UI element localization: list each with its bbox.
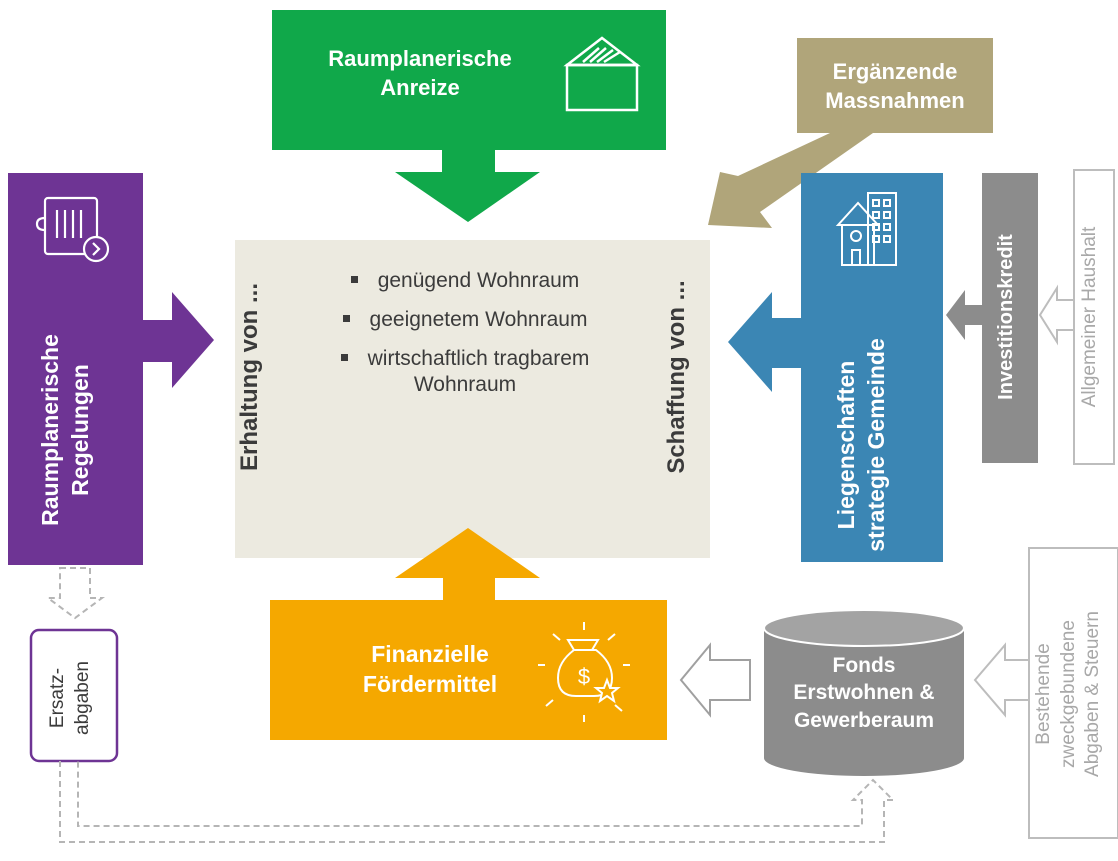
regulations-line2: Regelungen (66, 364, 93, 496)
investment-credit-label: Investitionskredit (995, 234, 1017, 400)
fonds-cylinder (763, 609, 965, 776)
fonds-line3: Gewerberaum (793, 708, 935, 732)
regulations-label: Raumplanerische Regelungen (36, 300, 116, 560)
funding-line1: Finanzielle (371, 641, 489, 667)
incentives-label: Raumplanerische Anreize (300, 45, 540, 102)
list-item: genügend Wohnraum (300, 268, 630, 293)
incentives-line1: Raumplanerische (328, 46, 512, 71)
creation-label: Schaffung von ... (663, 280, 690, 474)
building-icon (835, 192, 897, 266)
ersatz-box (29, 628, 119, 763)
fonds-line1: Fonds (832, 654, 896, 677)
funding-label: Finanzielle Fördermittel (330, 640, 530, 700)
general-budget-label: Allgemeiner Haushalt (1079, 226, 1100, 408)
preservation-label: Erhaltung von ... (236, 283, 263, 472)
fonds-label: Fonds Erstwohnen & Gewerberaum (764, 652, 964, 734)
dashed-loop (59, 761, 896, 843)
incentives-line2: Anreize (380, 74, 460, 100)
regulations-line1: Raumplanerische (37, 334, 63, 526)
measures-line2: Massnahmen (825, 87, 965, 113)
existing-line2: zweckgebundene (1057, 620, 1079, 768)
purple-arrow (143, 292, 214, 388)
document-icon (35, 196, 110, 263)
orange-block (270, 600, 667, 740)
list-item-text: genügend Wohnraum (377, 269, 580, 292)
credit-arrow (946, 290, 982, 340)
credit-block (982, 173, 1038, 463)
existing-arrow (973, 642, 1030, 718)
property-strategy-line2: strategie Gemeinde (862, 338, 889, 552)
olive-arrow (708, 133, 873, 228)
green-arrow (395, 150, 540, 222)
existing-line1: Bestehende (1033, 643, 1054, 745)
svg-text:$: $ (578, 664, 590, 689)
existing-box (1028, 547, 1118, 839)
dashed-down-arrow (44, 567, 106, 620)
green-block (272, 10, 666, 150)
list-item: geeignetem Wohnraum (300, 307, 630, 332)
money-bag-icon: $ (538, 622, 630, 722)
ersatz-line2: abgaben (71, 661, 93, 735)
funding-line2: Fördermittel (362, 670, 498, 697)
budget-box (1073, 169, 1115, 465)
fonds-to-orange-arrow (679, 642, 751, 718)
budget-arrow (1038, 284, 1075, 346)
measures-line1: Ergänzende (832, 59, 958, 84)
ersatz-line1: Ersatz- (47, 667, 68, 729)
housing-list: genügend Wohnraum geeignetem Wohnraum wi… (300, 268, 630, 411)
existing-levies-label: Bestehende zweckgebundene Abgaben & Steu… (1032, 554, 1116, 834)
center-box (235, 240, 710, 558)
property-strategy-line1: Liegenschaften (833, 360, 859, 530)
existing-line3: Abgaben & Steuern (1082, 611, 1104, 777)
replacement-levies-label: Ersatz- abgaben (46, 638, 102, 758)
list-item-text: geeignetem Wohnraum (369, 308, 588, 332)
list-item-text: wirtschaftlich tragbarem (367, 347, 590, 371)
olive-block (797, 38, 993, 133)
house-icon (563, 36, 641, 112)
fonds-line2: Erstwohnen & (793, 681, 935, 705)
list-item-text-cont: Wohnraum (413, 372, 517, 396)
blue-arrow (728, 292, 801, 392)
measures-label: Ergänzende Massnahmen (800, 58, 990, 115)
orange-arrow (395, 528, 540, 600)
property-strategy-label: Liegenschaften strategie Gemeinde (832, 315, 912, 575)
purple-block (8, 173, 143, 565)
